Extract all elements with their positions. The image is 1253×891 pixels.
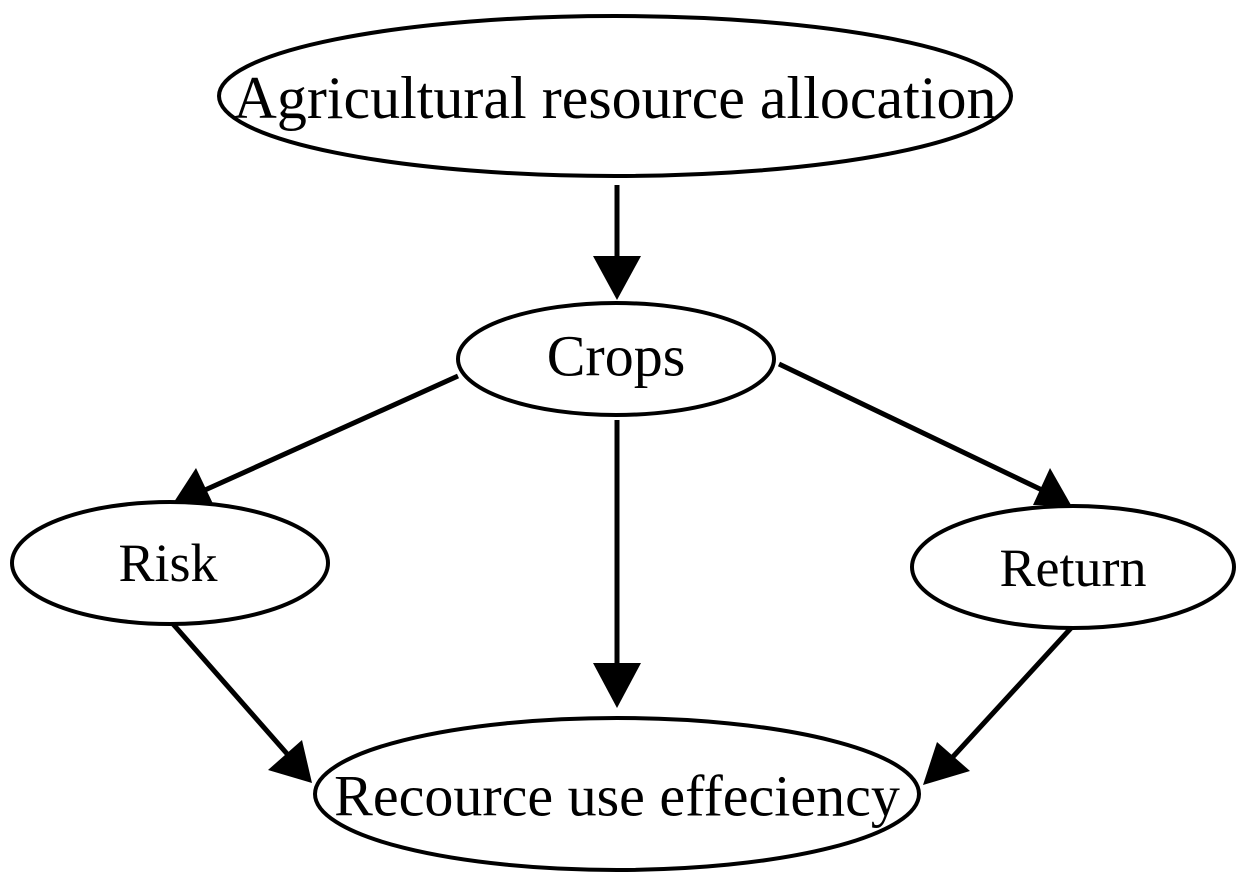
node-allocation-label: Agricultural resource allocation bbox=[233, 65, 996, 131]
edge-return-to-efficiency bbox=[923, 625, 1074, 785]
node-efficiency-label: Recource use effeciency bbox=[334, 764, 900, 829]
arrowhead-icon bbox=[593, 256, 641, 300]
node-risk-label: Risk bbox=[118, 533, 217, 593]
edge-crops-to-efficiency bbox=[593, 420, 641, 708]
edge-risk-to-efficiency bbox=[171, 622, 312, 783]
edge-allocation-to-crops bbox=[593, 185, 641, 300]
arrowhead-icon bbox=[172, 468, 215, 508]
node-allocation: Agricultural resource allocation bbox=[217, 14, 1013, 178]
node-crops-label: Crops bbox=[547, 324, 686, 389]
node-return-label: Return bbox=[1000, 538, 1147, 598]
arrowhead-icon bbox=[268, 740, 312, 783]
arrowhead-icon bbox=[923, 742, 970, 785]
node-efficiency: Recource use effeciency bbox=[313, 716, 921, 872]
node-risk: Risk bbox=[10, 500, 330, 626]
arrowhead-icon bbox=[1033, 468, 1071, 505]
edges bbox=[171, 185, 1074, 785]
node-return: Return bbox=[910, 504, 1236, 630]
arrowhead-icon bbox=[593, 663, 641, 708]
edge-crops-to-return bbox=[777, 361, 1071, 505]
node-crops: Crops bbox=[456, 301, 776, 417]
edge-crops-to-risk bbox=[172, 373, 460, 508]
